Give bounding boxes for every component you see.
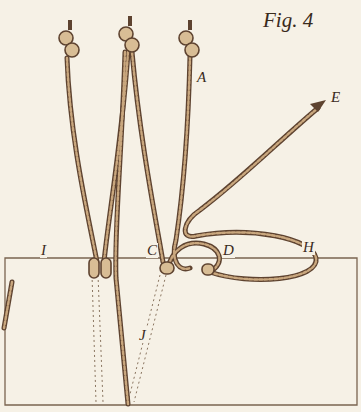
hidden-thread [92, 275, 166, 402]
point-letter: J [138, 328, 147, 343]
board-outline [5, 258, 357, 405]
point-letter: D [222, 243, 235, 258]
top-knots [59, 16, 199, 57]
point-letter: I [40, 243, 47, 258]
point-letter: H [302, 240, 315, 255]
point-letter: A [196, 70, 207, 85]
point-letter: E [330, 90, 341, 105]
rope [4, 52, 318, 404]
figure-caption: Fig. 4 [262, 10, 314, 31]
board-knots [89, 258, 214, 278]
arrow-head [310, 100, 326, 112]
point-letter: C [146, 243, 158, 258]
